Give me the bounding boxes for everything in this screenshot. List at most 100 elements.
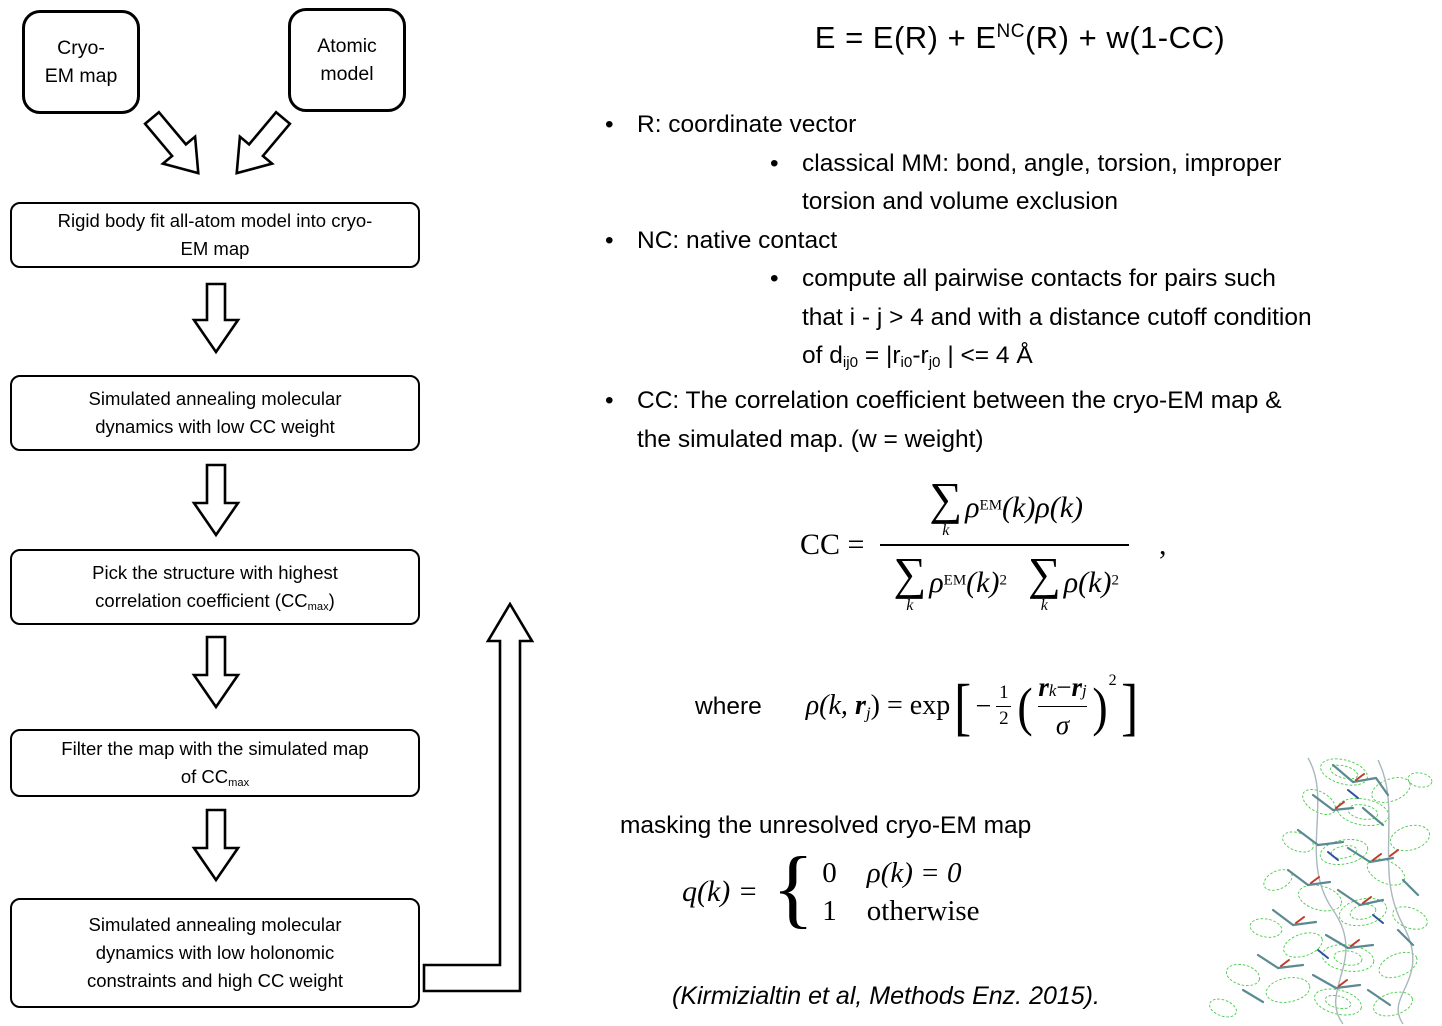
sigma: ∑ [1027, 548, 1061, 599]
flow-step-label-line2: correlation coefficient (CCmax) [95, 587, 335, 616]
arrow-step4-step5 [191, 808, 241, 883]
flow-step-filter-map: Filter the map with the simulated map of… [10, 729, 420, 797]
sum-symbol: ∑k [929, 476, 962, 539]
flow-step-label-line1: Filter the map with the simulated map [61, 737, 369, 759]
arrow-step3-step4 [191, 635, 241, 710]
vector-r: r [854, 689, 866, 721]
math-text: ρ(k, [805, 689, 855, 721]
case-row: 0 ρ(k) = 0 [822, 857, 979, 890]
math-text: ) = exp [870, 689, 951, 721]
subscript: j [865, 703, 871, 723]
bullet-icon: • [605, 226, 614, 254]
bullet-icon: • [605, 111, 614, 138]
subscript: k [1048, 681, 1057, 700]
bullet-cc: • CC: The correlation coefficient betwee… [605, 382, 1435, 459]
math-row: ρEM(k)2 [929, 566, 1007, 600]
sigma: ∑ [893, 548, 927, 599]
fraction-bar [996, 706, 1012, 707]
cc-fraction: ∑k ρEM(k)ρ(k) ∑k ρEM(k)2 ∑k ρ(k)2 [880, 476, 1129, 614]
comma: , [1158, 528, 1167, 561]
sum-symbol: ∑k [1028, 551, 1061, 614]
bullet-text: compute all pairwise contacts for pairs … [802, 260, 1435, 382]
equation-part: (R) + w(1-CC) [1024, 20, 1226, 55]
arrow-from-atomic-model [235, 110, 292, 175]
vector-r: r [1071, 672, 1083, 702]
masking-equation: q(k) = { 0 ρ(k) = 0 1 otherwise [682, 845, 980, 933]
arrow-step2-step3 [191, 463, 241, 538]
nitrogen-ticks [1317, 789, 1384, 959]
case-rows: 0 ρ(k) = 0 1 otherwise [822, 857, 979, 928]
energy-equation: E = E(R) + ENC(R) + w(1-CC) [640, 20, 1400, 56]
sigma: ∑ [929, 473, 963, 524]
cc-max-subscript: max [307, 600, 329, 613]
arrow-from-cryo-em [143, 110, 200, 175]
equation-part: E = E(R) + E [814, 20, 997, 55]
bullet-text-part: | <= 4 Å [940, 342, 1033, 369]
squared-superscript: 2 [999, 572, 1007, 588]
fraction-bar [1038, 706, 1087, 707]
flow-step-rigid-body-fit: Rigid body fit all-atom model into cryo-… [10, 202, 420, 268]
sum-index: k [906, 597, 914, 614]
masking-title: masking the unresolved cryo-EM map [620, 812, 1032, 839]
bullet-text: CC: The correlation coefficient between … [637, 387, 1282, 453]
case-value: 0 [822, 856, 837, 889]
flow-step-label-line2: of CCmax [181, 763, 249, 792]
q-lhs: q(k) = [682, 875, 759, 909]
squared-superscript: 2 [1111, 572, 1119, 588]
oxygen-ticks [1280, 773, 1399, 987]
bullet-icon: • [605, 387, 614, 415]
em-superscript: EM [979, 497, 1003, 513]
arrow-step1-step2 [191, 282, 241, 355]
density-mesh [1209, 758, 1433, 1018]
rho-lhs: ρ(k, rj) = exp [806, 690, 950, 723]
fraction-bar [880, 544, 1129, 546]
denominator: 2 [999, 708, 1009, 729]
loop-back-arrow [422, 601, 535, 993]
flow-step-label: of CC [180, 765, 229, 787]
bullet-text-part: = |r [858, 342, 901, 369]
flow-node-label: Cryo- EM map [44, 36, 118, 87]
cc-denominator: ∑k ρEM(k)2 ∑k ρ(k)2 [880, 551, 1129, 614]
case-row: 1 otherwise [822, 895, 979, 928]
minus-sign: − [1056, 672, 1072, 702]
bullet-text-part: -r [912, 342, 929, 369]
bullet-list: • R: coordinate vector • classical MM: b… [605, 106, 1435, 459]
flow-node-cryo-em-map: Cryo- EM map [22, 10, 140, 114]
minus-sign: − [975, 690, 992, 722]
sigma-denominator: σ [1055, 710, 1070, 740]
flow-step-sa-md-low-cc: Simulated annealing molecular dynamics w… [10, 375, 420, 451]
bullet-text-part: compute all pairwise contacts for pairs … [802, 265, 1312, 369]
sum-symbol: ∑k [893, 551, 926, 614]
close-bracket: ] [1120, 670, 1138, 742]
close-paren: ) [1092, 676, 1108, 737]
case-condition: otherwise [866, 894, 980, 927]
math-text: (k) [966, 565, 1000, 599]
cc-max-subscript: max [228, 776, 250, 789]
math-row: ρ(k)2 [1064, 566, 1119, 600]
bullet-text: R: coordinate vector [637, 111, 857, 138]
sum-index: k [942, 522, 950, 539]
where-label: where [695, 692, 762, 720]
bullet-nc: • NC: native contact [605, 222, 1435, 261]
citation: (Kirmizialtin et al, Methods Enz. 2015). [672, 982, 1100, 1010]
math-text: (k)ρ(k) [1002, 490, 1084, 524]
vector-r: r [1038, 672, 1049, 702]
flow-step-pick-structure: Pick the structure with highest correlat… [10, 549, 420, 625]
nc-superscript: NC [996, 21, 1025, 42]
flow-step-label: correlation coefficient (CC [95, 589, 308, 611]
flow-step-label: ) [328, 589, 335, 611]
em-superscript: EM [943, 572, 967, 588]
cc-numerator: ∑k ρEM(k)ρ(k) [916, 476, 1093, 539]
subscript: j0 [928, 353, 941, 371]
rho: ρ [929, 565, 944, 599]
open-bracket: [ [954, 670, 972, 742]
math-row: ρEM(k)ρ(k) [965, 491, 1083, 525]
bullet-text: classical MM: bond, angle, torsion, impr… [802, 149, 1282, 216]
case-condition: ρ(k) = 0 [866, 856, 962, 889]
cc-equation: CC = ∑k ρEM(k)ρ(k) ∑k ρEM(k)2 ∑k ρ(k)2 , [800, 476, 1166, 614]
sum-index: k [1040, 597, 1048, 614]
